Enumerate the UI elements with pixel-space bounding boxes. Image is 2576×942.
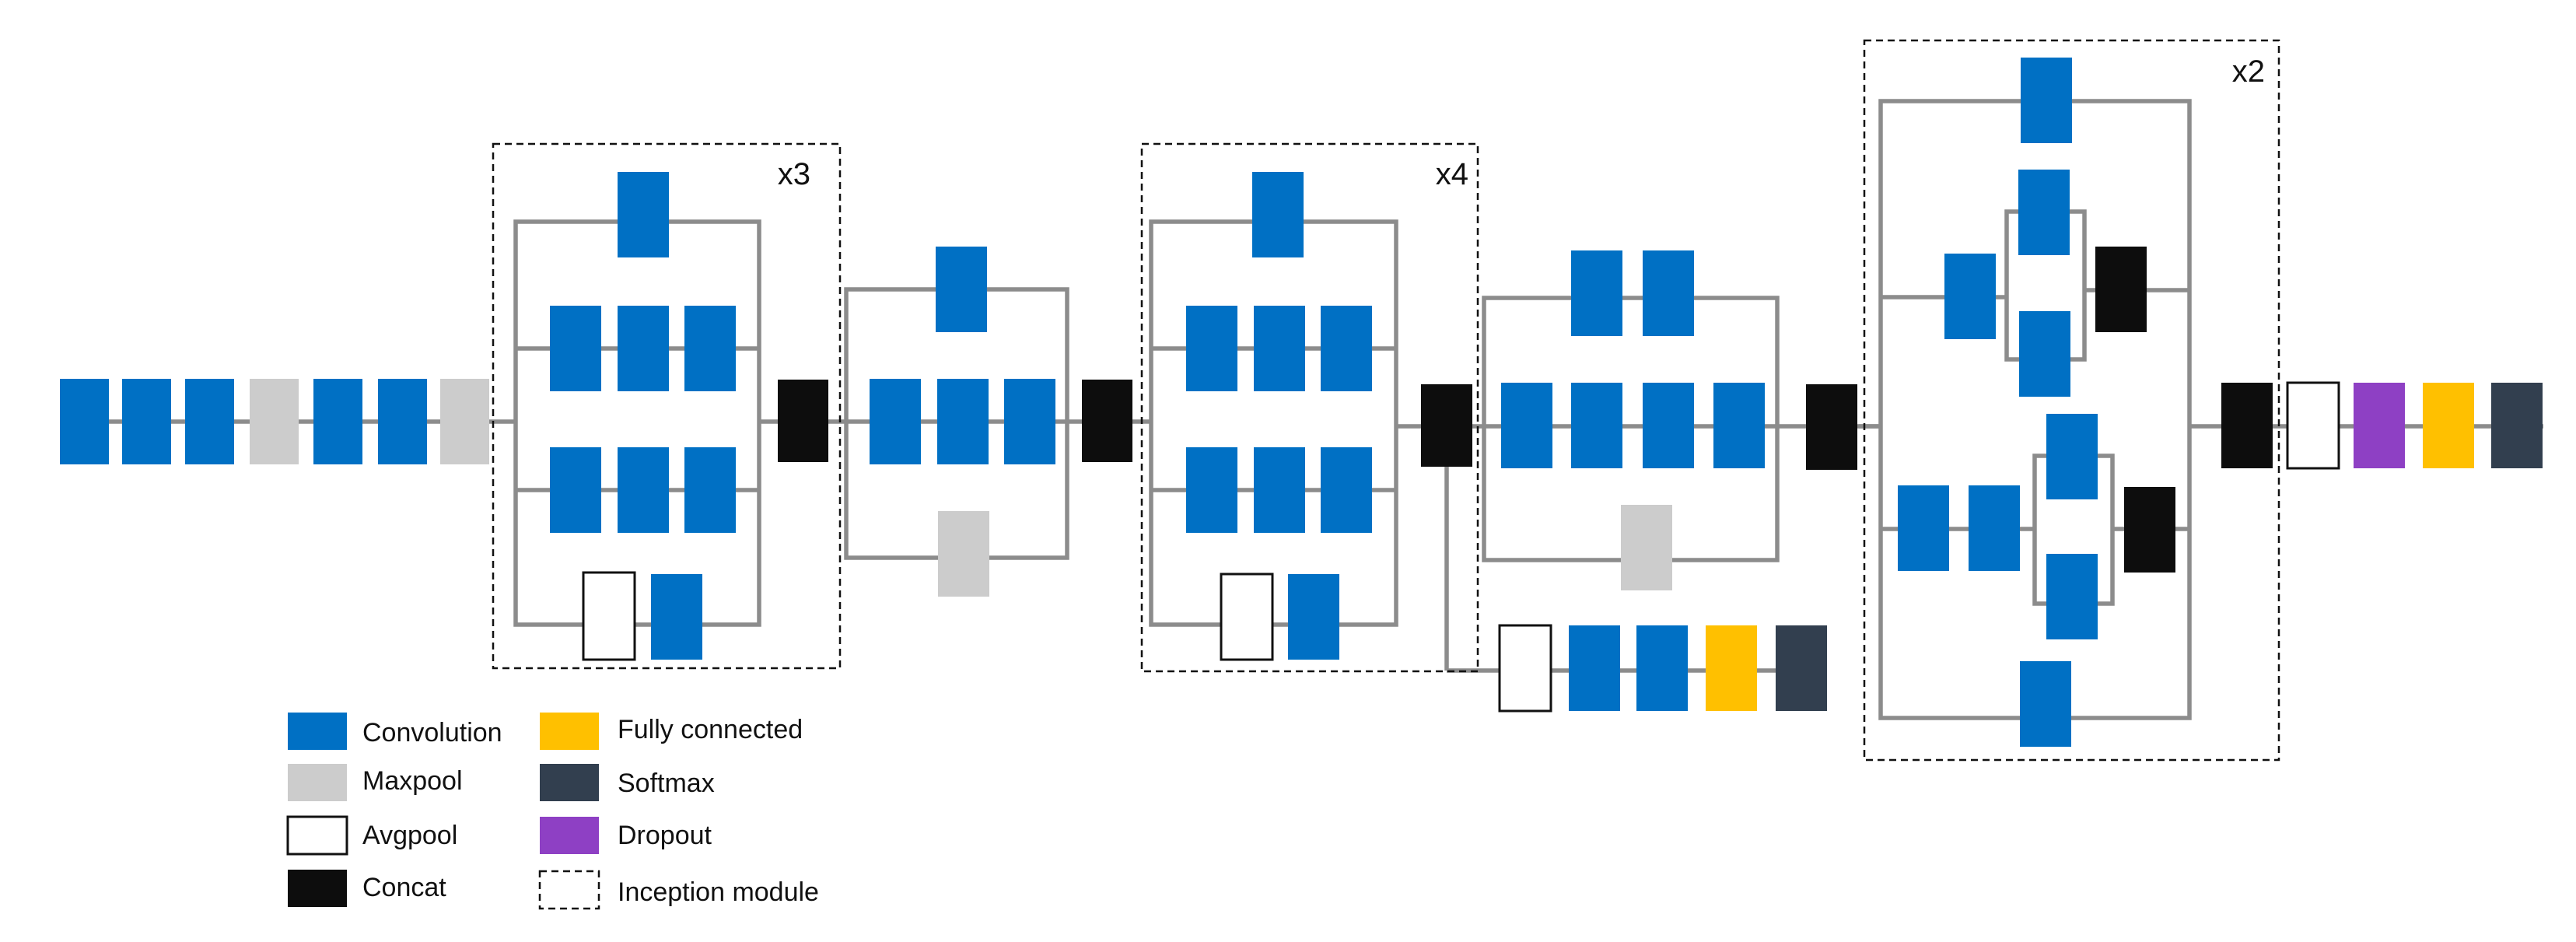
convolution-block	[60, 379, 109, 464]
concat-block	[1082, 380, 1132, 462]
convolution-block	[2046, 414, 2098, 499]
convolution-block	[1288, 574, 1339, 660]
convolution-block	[937, 379, 989, 464]
legend-swatch-maxpool	[288, 764, 347, 801]
legend-swatch-softmax	[540, 764, 599, 801]
convolution-block	[1643, 250, 1694, 336]
legend-label-maxpool: Maxpool	[362, 766, 463, 796]
avgpool-block	[582, 571, 636, 661]
convolution-block	[1254, 447, 1305, 533]
convolution-block	[2018, 170, 2070, 255]
convolution-block	[1969, 485, 2020, 571]
avgpool-block	[2286, 381, 2340, 470]
dropout-block	[2354, 383, 2405, 468]
convolution-block	[378, 379, 427, 464]
legend-label-inception-module: Inception module	[618, 877, 819, 907]
concat-block	[2124, 487, 2175, 573]
convolution-block	[651, 574, 702, 660]
legend-label-softmax: Softmax	[618, 769, 715, 798]
module-multiplier-label: x4	[1436, 157, 1468, 191]
legend-swatch-convolution	[288, 713, 347, 750]
convolution-block	[870, 379, 921, 464]
convolution-block	[1186, 447, 1237, 533]
convolution-block	[2021, 58, 2072, 143]
convolution-block	[550, 447, 601, 533]
convolution-block	[618, 447, 669, 533]
inception-module-box	[1140, 142, 1479, 673]
convolution-block	[1252, 172, 1304, 257]
convolution-block	[550, 306, 601, 391]
legend: Convolution Maxpool Avgpool Concat Fully…	[286, 713, 819, 910]
inception-module-box	[492, 142, 842, 670]
convolution-block	[1004, 379, 1055, 464]
legend-swatch-inception-module	[538, 870, 600, 910]
convolution-block	[618, 306, 669, 391]
layer-blocks	[60, 58, 2543, 747]
concat-block	[2221, 383, 2273, 468]
concat-block	[778, 380, 828, 462]
convolution-block	[1569, 625, 1620, 711]
concat-block	[1806, 384, 1857, 470]
legend-label-concat: Concat	[362, 873, 446, 902]
convolution-block	[1713, 383, 1765, 468]
fully-connected-block	[1706, 625, 1757, 711]
convolution-block	[936, 247, 987, 332]
convolution-block	[1321, 447, 1372, 533]
inception-modules: x3 x4 x2	[492, 39, 2280, 762]
maxpool-block	[938, 511, 989, 597]
softmax-block	[1776, 625, 1827, 711]
legend-label-dropout: Dropout	[618, 821, 712, 850]
softmax-block	[2491, 383, 2543, 468]
module-multiplier-label: x3	[778, 157, 810, 191]
convolution-block	[1898, 485, 1949, 571]
convolution-block	[1944, 254, 1996, 339]
legend-swatch-avgpool	[286, 815, 348, 856]
maxpool-block	[250, 379, 299, 464]
legend-label-fully-connected: Fully connected	[618, 715, 803, 744]
convolution-block	[313, 379, 362, 464]
convolution-block	[1186, 306, 1237, 391]
concat-block	[1421, 384, 1472, 467]
convolution-block	[618, 172, 669, 257]
module-a-branch-outline	[513, 219, 761, 627]
convolution-block	[2020, 661, 2071, 747]
convolution-block	[2019, 311, 2070, 397]
convolution-block	[1254, 306, 1305, 391]
convolution-block	[684, 447, 736, 533]
legend-swatch-fully-connected	[540, 713, 599, 750]
convolution-block	[684, 306, 736, 391]
legend-swatch-dropout	[540, 817, 599, 854]
maxpool-block	[440, 379, 489, 464]
inception-module-box	[1863, 39, 2280, 762]
maxpool-block	[1621, 505, 1672, 590]
legend-label-avgpool: Avgpool	[362, 821, 457, 850]
avgpool-block	[1220, 573, 1274, 661]
convolution-block	[1321, 306, 1372, 391]
legend-label-convolution: Convolution	[362, 718, 502, 748]
concat-block	[2095, 247, 2147, 332]
convolution-block	[122, 379, 171, 464]
convolution-block	[1636, 625, 1688, 711]
convolution-block	[1571, 250, 1622, 336]
module-b-branch-outline	[1149, 219, 1398, 627]
convolution-block	[185, 379, 234, 464]
convolution-block	[2046, 554, 2098, 639]
fully-connected-block	[2423, 383, 2474, 468]
module-multiplier-label: x2	[2232, 54, 2265, 89]
convolution-block	[1501, 383, 1552, 468]
convolution-block	[1571, 383, 1622, 468]
legend-swatch-concat	[288, 870, 347, 907]
convolution-block	[1643, 383, 1694, 468]
avgpool-block	[1498, 624, 1552, 713]
